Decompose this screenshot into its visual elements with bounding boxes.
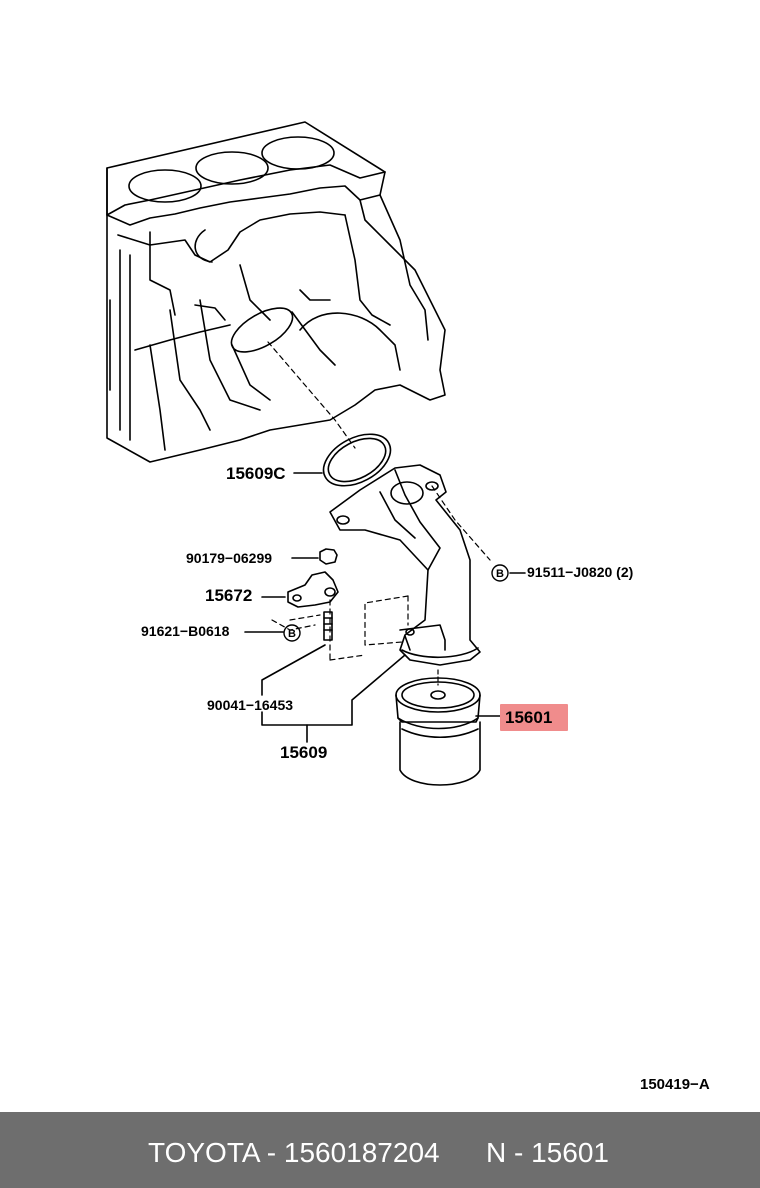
engine-block-drawing bbox=[106, 121, 446, 463]
b-marker-right: B bbox=[496, 568, 504, 580]
label-91511-j0820[interactable]: 91511−J0820 (2) bbox=[527, 564, 634, 580]
parts-diagram: B B bbox=[106, 121, 526, 786]
label-15609[interactable]: 15609 bbox=[280, 743, 328, 762]
footer-brand-part-number: TOYOTA - 1560187204 bbox=[148, 1137, 440, 1168]
oil-filter-bracket-drawing bbox=[329, 464, 481, 666]
nut-drawing bbox=[319, 548, 338, 565]
centerline-dashed bbox=[267, 341, 356, 449]
diagram-reference-code: 150419−A bbox=[640, 1076, 710, 1093]
footer-diagram-number: N - 15601 bbox=[486, 1137, 609, 1168]
footer-bar: TOYOTA - 1560187204 N - 15601 bbox=[0, 1112, 760, 1188]
label-90179-06299[interactable]: 90179−06299 bbox=[186, 550, 273, 566]
bracket-15672-drawing bbox=[287, 571, 339, 608]
label-90041-16453[interactable]: 90041−16453 bbox=[207, 697, 294, 713]
part-highlight bbox=[500, 704, 568, 731]
label-15609c[interactable]: 15609C bbox=[226, 464, 286, 483]
oil-filter-drawing bbox=[395, 677, 481, 786]
gasket-ring bbox=[322, 433, 392, 487]
stud-drawing bbox=[323, 611, 333, 641]
label-91621-b0618[interactable]: 91621−B0618 bbox=[141, 623, 230, 639]
b-marker-left: B bbox=[288, 628, 296, 640]
label-15601[interactable]: 15601 bbox=[505, 708, 553, 727]
label-15672[interactable]: 15672 bbox=[205, 586, 253, 605]
